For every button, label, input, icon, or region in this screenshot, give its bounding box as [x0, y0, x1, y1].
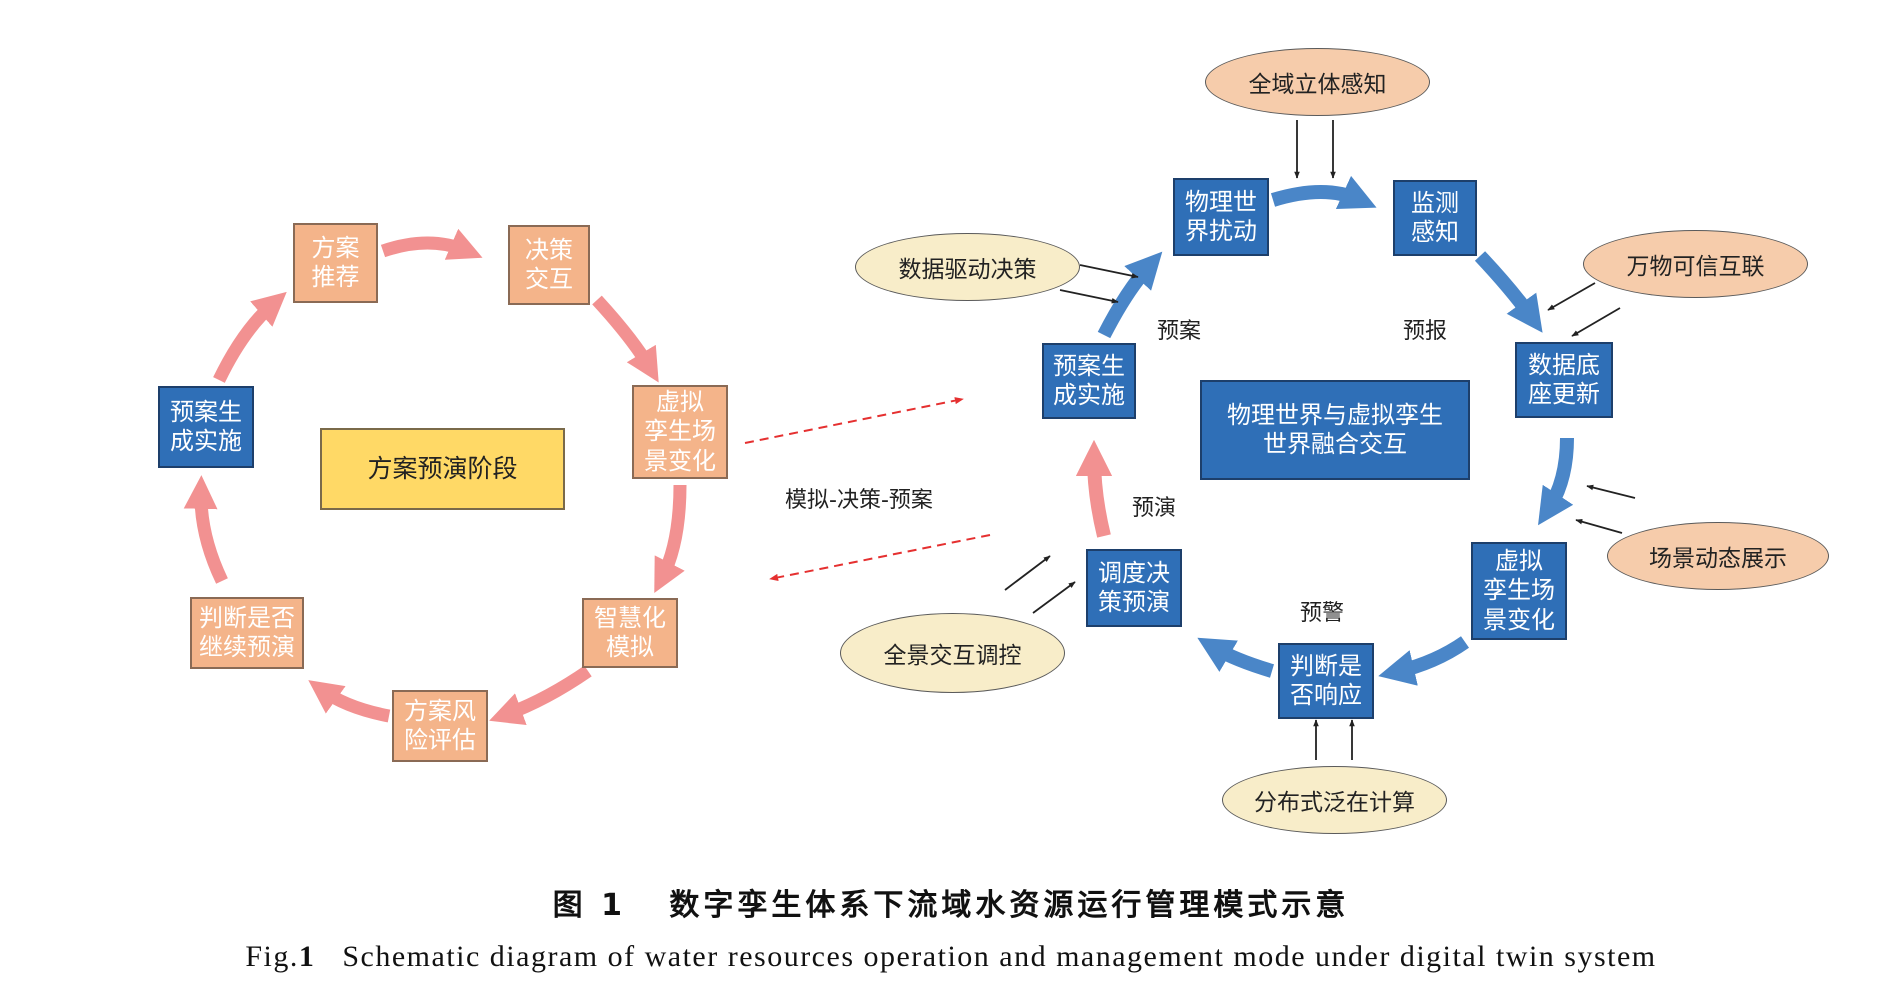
caption-en-number: 1: [298, 940, 316, 973]
input-arrow-scene-1: [1586, 484, 1636, 499]
stage-label-rehearsal: 预演: [1132, 496, 1177, 521]
node-judge-respond: 判断是 否响应: [1278, 643, 1374, 719]
caption-chinese: 图 1 数字孪生体系下流域水资源运行管理模式示意: [0, 880, 1902, 924]
support-interaction: 全景交互调控: [840, 613, 1065, 693]
support-scene-display: 场景动态展示: [1607, 522, 1829, 590]
pink-arrow-plan-to-recommend: [213, 291, 287, 383]
input-arrow-iot-1: [1547, 282, 1596, 311]
pink-arrow-risk-to-judge: [308, 680, 391, 723]
caption-en-text: Schematic diagram of water resources ope…: [342, 940, 1657, 973]
node-risk-assessment: 方案风 险评估: [392, 690, 488, 762]
stage-label-forecast: 预报: [1403, 319, 1448, 344]
pink-arrow-virtual-to-smart: [654, 484, 687, 594]
support-data-decision: 数据驱动决策: [855, 233, 1080, 301]
input-arrow-iot-2: [1571, 307, 1621, 337]
pink-arrow-smart-to-risk: [489, 665, 592, 726]
input-arrow-interaction-2: [1032, 581, 1076, 614]
pink-arrow-judge-to-plan: [183, 475, 228, 584]
dashed-arrow-left-to-right: [744, 397, 964, 444]
middle-label-simulate-decide-plan: 模拟-决策-预案: [785, 488, 933, 513]
caption-english: Fig.1 Schematic diagram of water resourc…: [0, 940, 1902, 974]
input-arrow-interaction-1: [1004, 555, 1051, 591]
blue-arrow-data-to-virtual: [1538, 437, 1574, 526]
right-cycle-center-label: 物理世界与虚拟孪生 世界融合交互: [1200, 380, 1470, 480]
caption-cn-text: 数字孪生体系下流域水资源运行管理模式示意: [669, 888, 1350, 923]
node-scheme-recommend: 方案 推荐: [293, 223, 378, 303]
dashed-arrow-right-to-left: [769, 534, 991, 581]
input-arrow-decision-1: [1079, 264, 1139, 279]
node-left-plan-generate: 预案生 成实施: [158, 386, 254, 468]
node-smart-simulation: 智慧化 模拟: [582, 598, 678, 668]
left-cycle-center-label: 方案预演阶段: [320, 428, 565, 510]
stage-label-plan: 预案: [1157, 319, 1202, 344]
blue-arrow-virtual-to-judge: [1378, 636, 1470, 686]
support-perception: 全域立体感知: [1205, 48, 1430, 116]
caption-cn-number: 图 1: [552, 888, 626, 923]
blue-arrow-judge-to-dispatch: [1197, 637, 1274, 678]
node-physical-disturbance: 物理世 界扰动: [1173, 178, 1269, 256]
blue-arrow-monitor-to-data: [1474, 251, 1543, 333]
pink-arrow-recommend-to-interact: [380, 228, 483, 260]
blue-arrow-plan-to-disturb: [1097, 251, 1163, 339]
blue-arrow-disturb-to-monitor: [1270, 175, 1377, 209]
node-data-update: 数据底 座更新: [1515, 342, 1613, 418]
node-dispatch-rehearse: 调度决 策预演: [1086, 549, 1182, 627]
input-arrow-scene-2: [1575, 519, 1623, 534]
stage-label-warning: 预警: [1300, 601, 1345, 626]
node-judge-continue: 判断是否 继续预演: [190, 597, 304, 669]
pink-arrow-dispatch-to-plan: [1075, 439, 1113, 538]
caption-en-prefix: Fig.: [245, 940, 299, 973]
node-right-virtual-scene-change: 虚拟 孪生场 景变化: [1471, 542, 1567, 640]
support-computing: 分布式泛在计算: [1222, 766, 1447, 834]
pink-arrow-interact-to-virtual: [592, 295, 659, 383]
input-arrow-decision-2: [1059, 289, 1119, 304]
node-right-plan-generate: 预案生 成实施: [1042, 343, 1136, 419]
node-monitor-sense: 监测 感知: [1393, 180, 1477, 256]
node-virtual-scene-change: 虚拟 孪生场 景变化: [632, 385, 728, 479]
support-iot: 万物可信互联: [1583, 230, 1808, 298]
node-decision-interact: 决策 交互: [508, 225, 590, 305]
